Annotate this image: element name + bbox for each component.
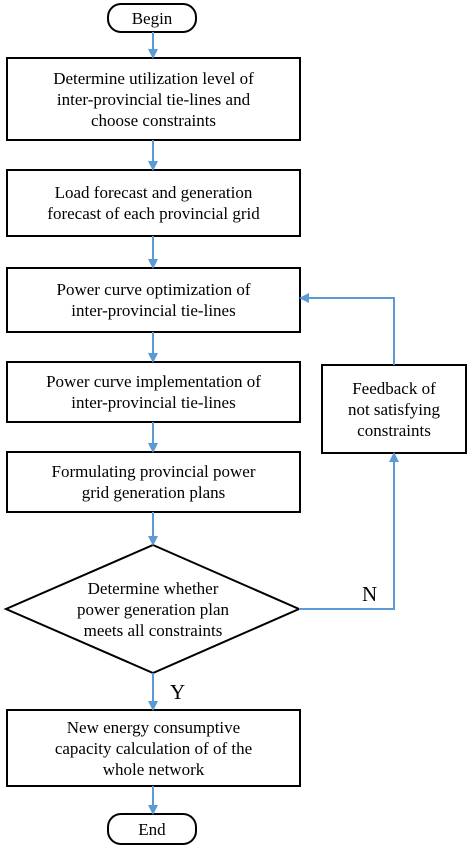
step-determine-utilization-label: Determine utilization level of inter-pro… [53, 68, 254, 130]
yes-branch-label: Y [170, 680, 186, 704]
arrow-decision-to-feedback [299, 452, 399, 610]
step-generation-plans-label: Formulating provincial power grid genera… [51, 462, 256, 502]
begin-label: Begin [131, 8, 173, 28]
feedback-label: Feedback of not satisfying constraints [347, 378, 441, 440]
step-determine-utilization-box [6, 57, 301, 141]
end-label: End [138, 819, 166, 839]
step-load-forecast-label: Load forecast and generation forecast of… [47, 183, 260, 223]
final-calculation-label: New energy consumptive capacity calculat… [54, 717, 253, 779]
step-power-curve-implementation-label: Power curve implementation of inter-prov… [46, 372, 261, 412]
no-branch-label: N [362, 582, 378, 606]
step-power-curve-optimization-label: Power curve optimization of inter-provin… [56, 280, 251, 320]
decision-label: Determine whether power generation plan … [77, 578, 229, 640]
final-calculation-box [6, 709, 301, 787]
arrow-feedback-to-step3 [299, 293, 395, 365]
step-power-curve-optimization-box [6, 267, 301, 333]
